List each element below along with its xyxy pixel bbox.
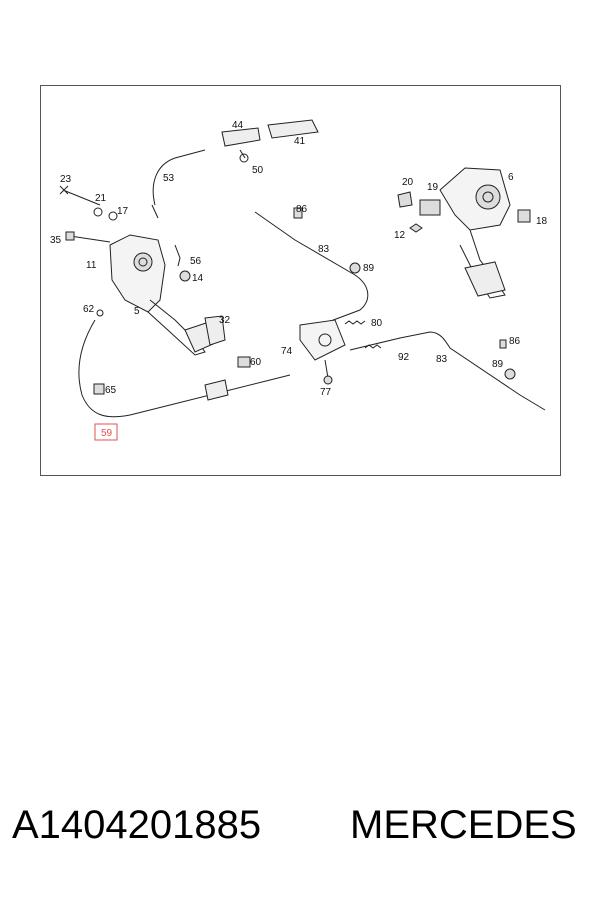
callout-41: 41 — [294, 136, 306, 147]
callout-83-right: 83 — [436, 354, 448, 365]
bolt-23 — [59, 185, 101, 206]
callout-21: 21 — [95, 193, 107, 204]
part-60 — [237, 356, 251, 368]
cable-83-upper — [254, 211, 369, 326]
callout-89: 89 — [363, 263, 375, 274]
right-pedal-bracket — [439, 167, 511, 231]
lever-74 — [299, 319, 346, 361]
cable-53 — [152, 149, 206, 206]
pedal-arm — [147, 299, 206, 356]
pedal-pad-32 — [204, 315, 226, 346]
highlight-box-59 — [94, 423, 118, 441]
callout-18: 18 — [536, 216, 548, 227]
callout-11: 11 — [86, 260, 97, 271]
cable-83-right — [349, 331, 546, 411]
callout-32: 32 — [219, 315, 231, 326]
callout-19: 19 — [427, 182, 439, 193]
cable-59 — [78, 319, 291, 418]
callout-92: 92 — [398, 352, 410, 363]
callout-50: 50 — [252, 165, 264, 176]
callout-86: 86 — [296, 204, 308, 215]
callout-77: 77 — [320, 387, 332, 398]
callout-89-right: 89 — [492, 359, 504, 370]
callout-65: 65 — [105, 385, 117, 396]
callout-80: 80 — [371, 318, 383, 329]
part-number: A1404201885 — [12, 803, 262, 847]
callout-14: 14 — [192, 273, 204, 284]
callout-86-right: 86 — [509, 336, 521, 347]
diagram-frame — [40, 85, 561, 476]
spring-92 — [364, 344, 382, 349]
callout-53: 53 — [163, 173, 175, 184]
callout-6: 6 — [508, 172, 514, 183]
pedal-bracket — [109, 234, 166, 313]
callout-17: 17 — [117, 206, 129, 217]
callout-20: 20 — [402, 177, 414, 188]
callout-59: 59 — [101, 428, 113, 439]
callout-12: 12 — [394, 230, 406, 241]
callout-74: 74 — [281, 346, 293, 357]
callout-35: 35 — [50, 235, 62, 246]
callout-62: 62 — [83, 304, 95, 315]
part-41 — [267, 119, 319, 139]
spring-80 — [344, 320, 366, 325]
parts-diagram: 44 41 50 53 23 21 17 35 11 56 14 5 62 32… — [50, 119, 548, 441]
callout-56: 56 — [190, 256, 202, 267]
callout-23: 23 — [60, 174, 72, 185]
callout-5: 5 — [134, 306, 140, 317]
part-44 — [221, 127, 261, 147]
brand-name: MERCEDES — [350, 803, 577, 847]
pedal-pivot — [133, 252, 153, 272]
callout-44: 44 — [232, 120, 244, 131]
callout-60: 60 — [250, 357, 262, 368]
callout-83: 83 — [318, 244, 330, 255]
